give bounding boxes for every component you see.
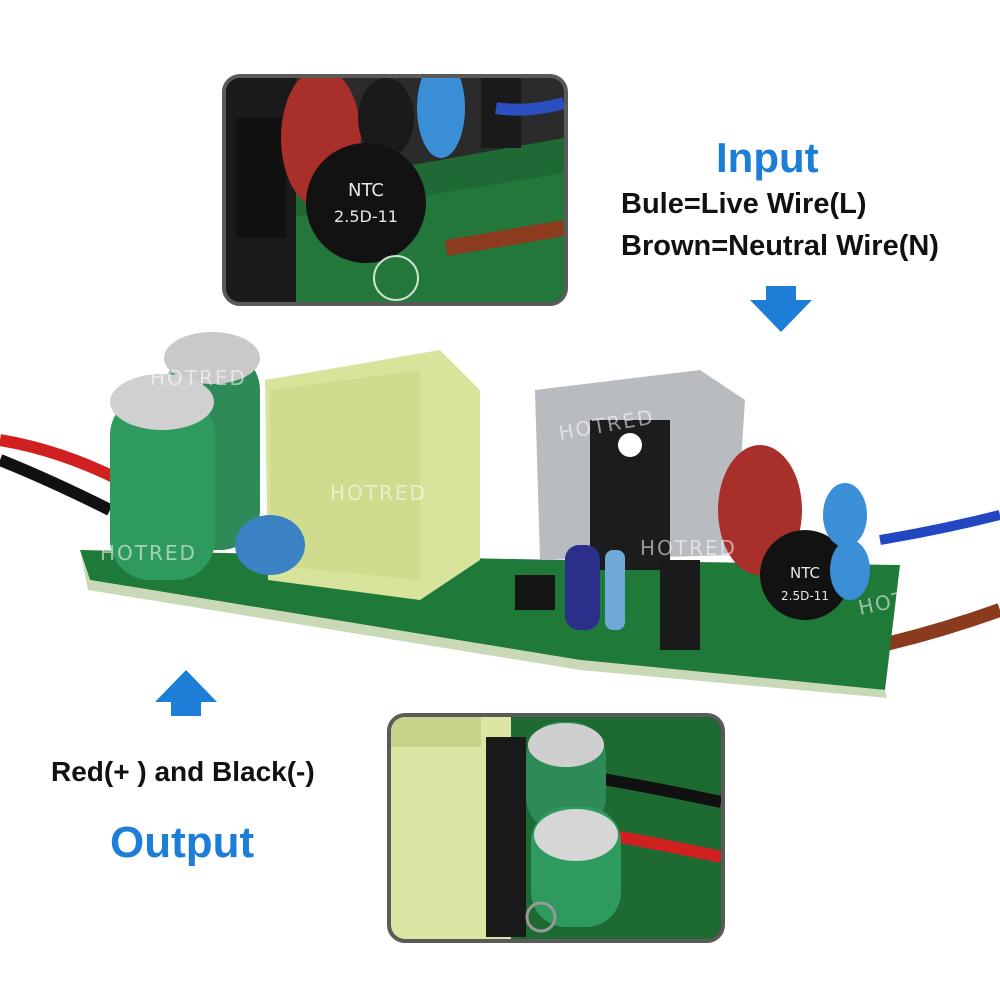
ntc-label-bottom: 2.5D-11 (334, 207, 398, 226)
output-title: Output (110, 818, 255, 867)
board-ntc-label-bottom: 2.5D-11 (781, 589, 829, 603)
watermark-3: HOTRED (330, 481, 427, 505)
watermark-4: HOTRED (100, 541, 197, 565)
inset-top-ntc-closeup: NTC 2.5D-11 (222, 74, 568, 306)
input-title: Input (716, 134, 819, 181)
arrow-up-icon (155, 670, 217, 716)
input-line-live: Bule=Live Wire(L) (621, 188, 867, 220)
output-closeup-photo (391, 717, 721, 939)
ntc-closeup-photo: NTC 2.5D-11 (226, 78, 564, 302)
ntc-label-top: NTC (348, 180, 384, 201)
arrow-down-icon (750, 286, 812, 332)
inset-bottom-output-closeup (387, 713, 725, 943)
board-ntc-label-top: NTC (790, 564, 820, 582)
watermark-1: HOTRED (150, 366, 247, 390)
input-line-neutral: Brown=Neutral Wire(N) (621, 230, 939, 262)
watermark-5: HOTRED (640, 536, 737, 560)
output-line-polarity: Red(+ ) and Black(-) (51, 756, 315, 787)
main-board-photo: NTC 2.5D-11 HOTRED HOTRED HOTRED HOTRED … (0, 330, 1000, 710)
